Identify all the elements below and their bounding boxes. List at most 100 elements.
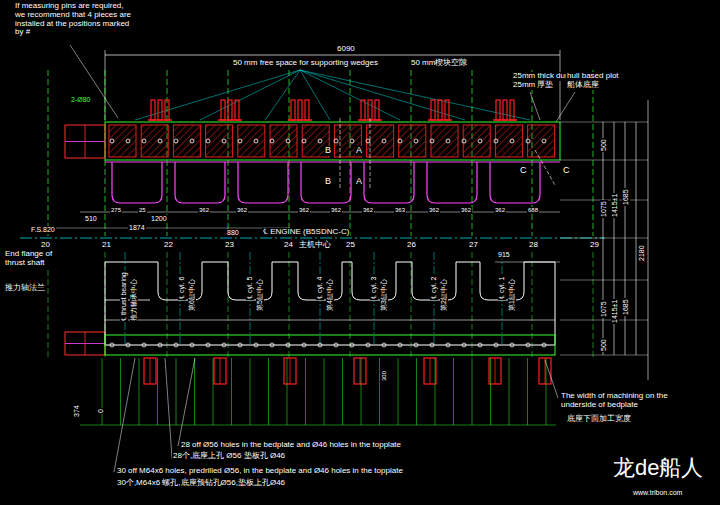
dimension-text: 2-Ø80 (70, 96, 91, 104)
dimension-tick (157, 358, 158, 425)
support-bracket (290, 358, 291, 384)
leader-line (114, 358, 135, 472)
extension-line (560, 280, 648, 281)
dimension-text: 1200 (150, 215, 168, 223)
chock (141, 125, 168, 157)
support-bracket (158, 100, 162, 120)
shaft-flange (85, 125, 86, 158)
bolt-hole (494, 343, 498, 347)
bolt-hole (366, 139, 370, 143)
note-text: The width of machining on the underside … (560, 392, 687, 410)
bolt-hole (286, 343, 290, 347)
support-bracket (144, 358, 156, 384)
leader-line (70, 45, 118, 118)
bolt-hole (318, 139, 322, 143)
support-bracket (361, 100, 365, 120)
leader-line (300, 70, 530, 120)
bolt-hole (430, 343, 434, 347)
centerline-label-text: 第3缸中心 (380, 278, 388, 312)
support-bracket (354, 358, 366, 384)
bolt-hole (110, 139, 114, 143)
dimension-text: 1685 (622, 188, 630, 206)
frame-number-text: 28 (528, 241, 539, 250)
leader-line (300, 70, 465, 120)
note-text: hull based plot (566, 72, 620, 81)
centerline-label-text: 主机中心 (298, 241, 332, 250)
note-text: 28个,底座上孔 Ø56 垫板孔 Ø46 (172, 452, 286, 461)
dimension-tick (472, 358, 473, 425)
centerline-label-text: 第2缸中心 (440, 278, 448, 312)
section-line (340, 118, 341, 188)
bolt-hole (254, 343, 258, 347)
dimension-text: 510 (84, 215, 98, 223)
support-bracket (291, 100, 295, 120)
dimension-tick (490, 358, 491, 425)
support-bracket (218, 119, 242, 121)
support-bracket (503, 100, 507, 120)
dimension-text: 362 (298, 207, 310, 214)
chock (431, 125, 458, 157)
support-bracket (424, 358, 436, 384)
centerline-label-text: 推力轴承中心 (130, 278, 138, 322)
bedplate-profile (238, 162, 288, 203)
bolt-hole (318, 343, 322, 347)
support-bracket (375, 100, 379, 120)
note-text: 28 off Ø56 holes in the bedplate and Ø46… (180, 441, 402, 450)
dimension-text: 500 (600, 138, 608, 152)
bolt-hole (126, 139, 130, 143)
dimension-tick (120, 358, 121, 425)
support-bracket (150, 358, 151, 384)
note-text: 船体底座 (566, 81, 600, 90)
dimension-text: 1685 (622, 298, 630, 316)
bolt-hole (510, 139, 514, 143)
bedplate-profile (301, 162, 351, 203)
dimension-text: 915 (497, 251, 511, 259)
bolt-hole (302, 139, 306, 143)
dimension-tick (287, 358, 288, 425)
dimension-text: 300 (381, 370, 388, 382)
dimension-tick (416, 358, 417, 425)
extension-line (560, 160, 648, 161)
bolt-hole (126, 343, 130, 347)
centerline (20, 238, 605, 239)
dimension-line (603, 122, 604, 355)
dimension-tick (231, 358, 232, 425)
centerline-label-text: ℄ thrust bearing (120, 271, 128, 322)
bolt-hole (398, 343, 402, 347)
support-bracket (495, 358, 496, 384)
support-bracket (493, 119, 517, 121)
bolt-hole (222, 139, 226, 143)
bolt-hole (414, 139, 418, 143)
bolt-hole (366, 343, 370, 347)
centerline-label-text: 第1缸中心 (508, 278, 516, 312)
bolt-hole (158, 139, 162, 143)
dimension-tick (324, 358, 325, 425)
chock (528, 125, 555, 157)
extension-line (560, 122, 648, 123)
centerline-label-text: ℄ cyl. 4 (316, 276, 324, 300)
bolt-hole (510, 343, 514, 347)
frame-number-text: 20 (40, 241, 51, 250)
bolt-hole (430, 139, 434, 143)
dimension-tick (435, 358, 436, 425)
dimension-text: 500 (600, 338, 608, 352)
leader-line (135, 70, 300, 120)
note-text: 30个,M64x6 螺孔,底座预钻孔Ø56,垫板上孔Ø46 (116, 479, 286, 488)
leader-line (200, 70, 300, 120)
bolt-hole (110, 343, 114, 347)
dimension-line (105, 55, 560, 56)
bolt-hole (382, 139, 386, 143)
section-mark-text: C (519, 166, 528, 176)
dimension-line (495, 262, 560, 263)
frame-number-text: 29 (589, 241, 600, 250)
chock (463, 125, 490, 157)
bolt-hole (206, 139, 210, 143)
support-bracket (445, 100, 449, 120)
bedplate-outline (105, 262, 555, 345)
dimension-tick (194, 358, 195, 425)
bolt-hole (350, 139, 354, 143)
section-mark-text: A (355, 146, 363, 156)
chock (495, 125, 522, 157)
dimension-text: 1874 (128, 224, 146, 232)
support-bracket (368, 100, 372, 120)
